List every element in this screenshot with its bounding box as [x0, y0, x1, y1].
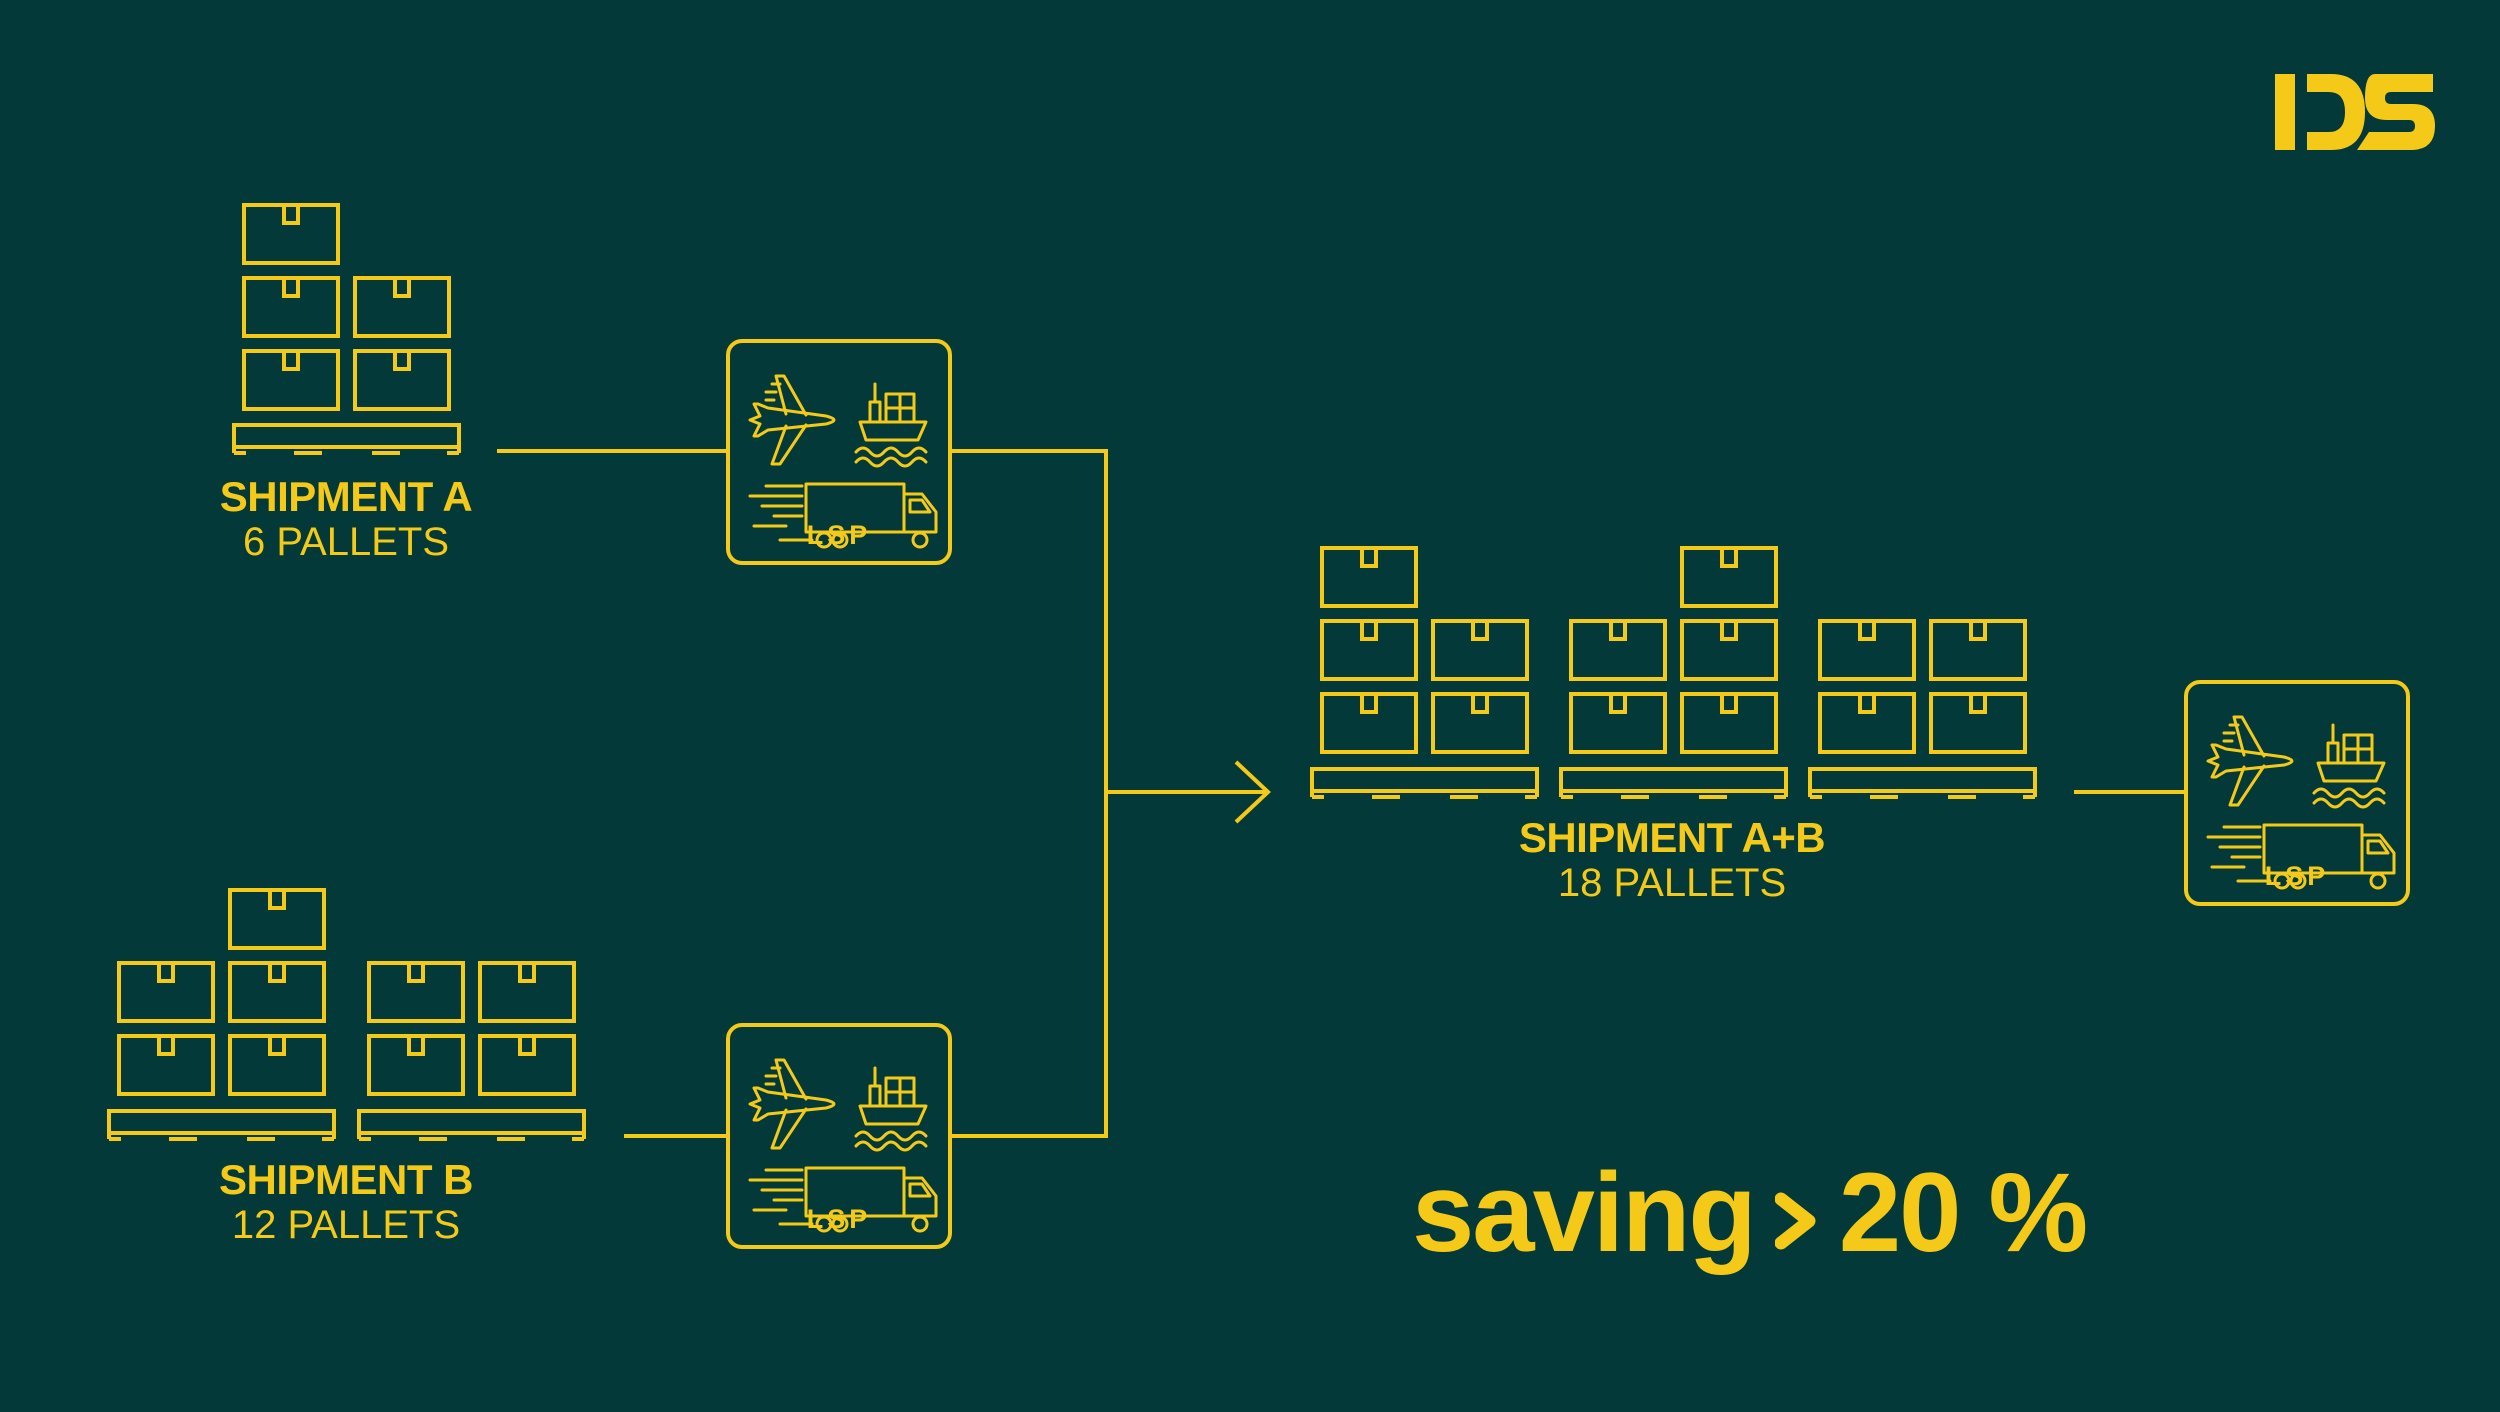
shipment-a-label: SHIPMENT A 6 PALLETS	[196, 473, 496, 565]
ids-logo	[2275, 74, 2435, 157]
saving-statement: saving 20 %	[1412, 1148, 2088, 1277]
shipment-b-label: SHIPMENT B 12 PALLETS	[196, 1156, 496, 1248]
saving-word: saving	[1412, 1150, 1757, 1275]
shipment-count: 6 PALLETS	[242, 520, 450, 564]
lsp-label-b: LSP	[806, 1204, 872, 1234]
lsp-label-ab: LSP	[2264, 861, 2330, 891]
shipment-name: SHIPMENT A	[219, 473, 473, 520]
shipment-count: 18 PALLETS	[1557, 861, 1787, 905]
shipment-name: SHIPMENT A+B	[1518, 814, 1826, 861]
shipment-count: 12 PALLETS	[231, 1203, 461, 1247]
shipment-a-stack	[232, 203, 461, 455]
saving-value: 20 %	[1838, 1150, 2088, 1275]
chevron-right-icon	[1774, 1148, 1819, 1277]
shipment-name: SHIPMENT B	[218, 1156, 474, 1203]
shipment-ab-stack	[1310, 546, 2037, 799]
shipment-b-stack	[107, 888, 586, 1141]
shipment-ab-label: SHIPMENT A+B 18 PALLETS	[1472, 814, 1872, 906]
lsp-label-a: LSP	[806, 520, 872, 550]
connector-lines	[497, 449, 2186, 1138]
